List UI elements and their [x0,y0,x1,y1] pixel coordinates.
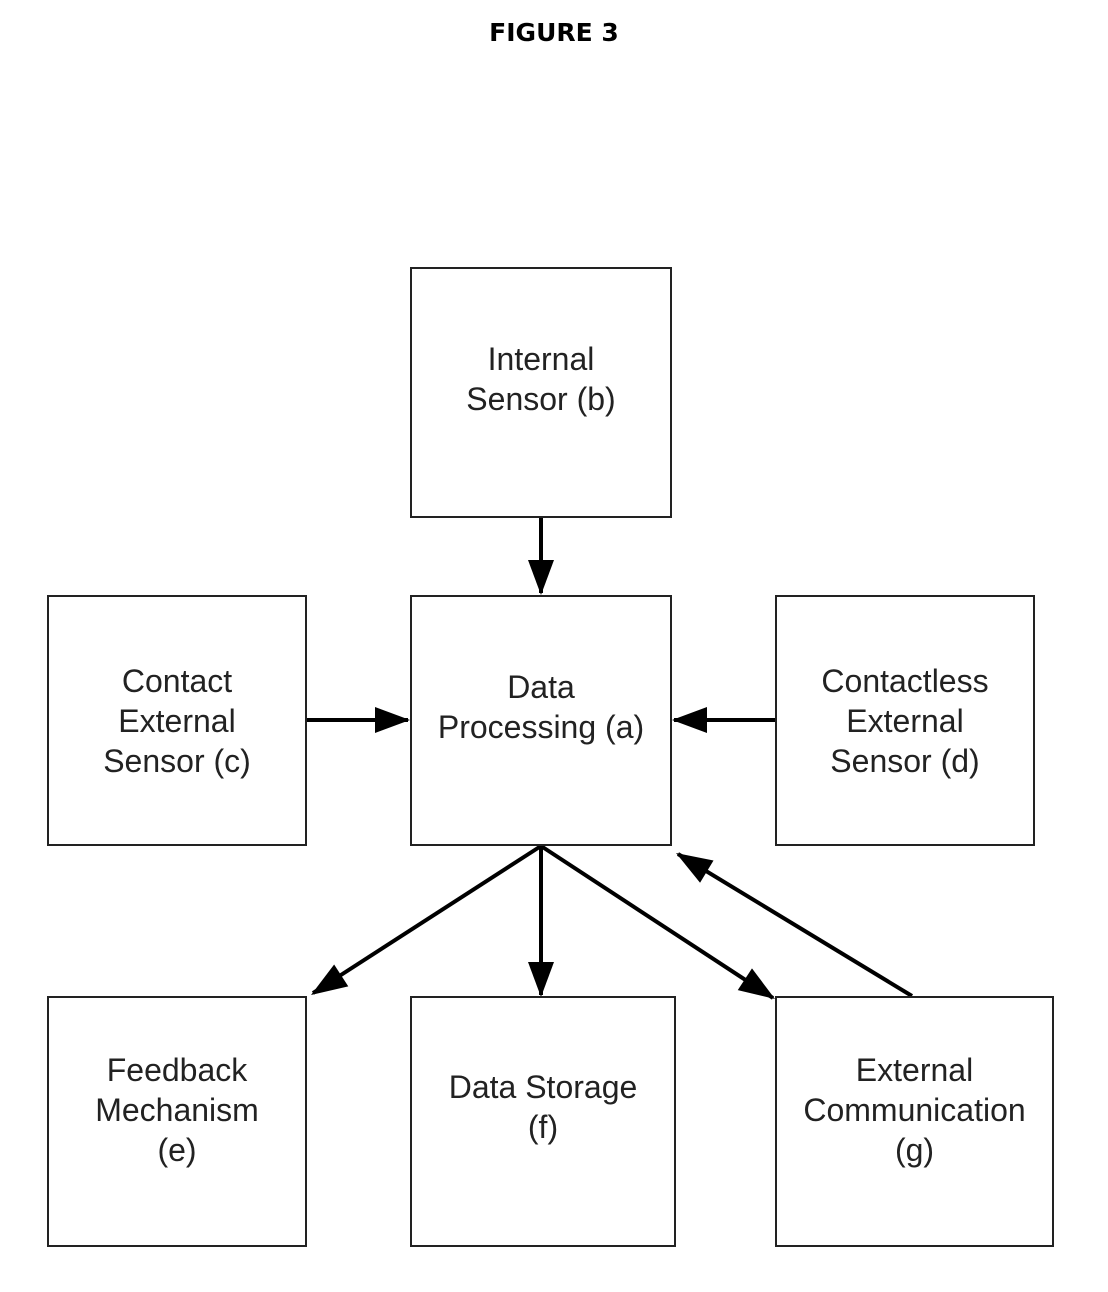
node-c-line-2: External [118,702,236,739]
arrowhead-b-to-a [528,560,554,595]
node-external-communication-label: External Communication (g) [803,1050,1025,1170]
node-internal-sensor: Internal Sensor (b) [410,267,672,518]
node-data-storage: Data Storage (f) [410,996,676,1247]
arrowhead-c-to-a [375,707,410,733]
node-data-processing: Data Processing (a) [410,595,672,846]
node-b-line-1: Internal [487,340,595,377]
node-d-line-3: Sensor (d) [830,742,980,779]
node-contact-external-sensor: Contact External Sensor (c) [47,595,307,846]
node-e-line-1: Feedback [106,1051,248,1088]
node-feedback-mechanism-label: Feedback Mechanism (e) [95,1050,259,1170]
arrow-a-to-g [539,844,775,1000]
node-data-processing-label: Data Processing (a) [438,667,644,747]
node-a-line-1: Data [507,668,575,705]
node-f-line-2: (f) [527,1108,559,1145]
node-a-line-2: Processing (a) [437,708,645,745]
node-c-line-3: Sensor (c) [103,742,251,779]
node-g-line-1: External [855,1051,974,1088]
arrowhead-g-to-a [676,853,714,883]
node-e-line-3: (e) [157,1131,197,1168]
arrowhead-a-to-e [311,964,349,995]
node-contactless-external-sensor-label: Contactless External Sensor (d) [821,661,988,781]
node-d-line-2: External [846,702,964,739]
node-contact-external-sensor-label: Contact External Sensor (c) [103,661,251,781]
arrow-g-to-a [676,852,914,998]
node-feedback-mechanism: Feedback Mechanism (e) [47,996,307,1247]
node-g-line-3: (g) [894,1131,935,1168]
arrowhead-d-to-a [672,707,707,733]
arrowhead-a-to-g [737,968,775,999]
node-g-line-2: Communication [803,1091,1026,1128]
node-internal-sensor-label: Internal Sensor (b) [466,339,615,419]
node-e-line-2: Mechanism [95,1091,259,1128]
node-c-line-1: Contact [121,662,233,699]
arrowhead-a-to-f [528,962,554,997]
node-b-line-2: Sensor (b) [466,380,616,417]
node-contactless-external-sensor: Contactless External Sensor (d) [775,595,1035,846]
figure-title: FIGURE 3 [489,18,619,47]
node-d-line-1: Contactless [821,662,989,699]
arrow-a-to-e [311,844,543,995]
node-data-storage-label: Data Storage (f) [449,1067,638,1147]
node-f-line-1: Data Storage [448,1068,638,1105]
node-external-communication: External Communication (g) [775,996,1054,1247]
